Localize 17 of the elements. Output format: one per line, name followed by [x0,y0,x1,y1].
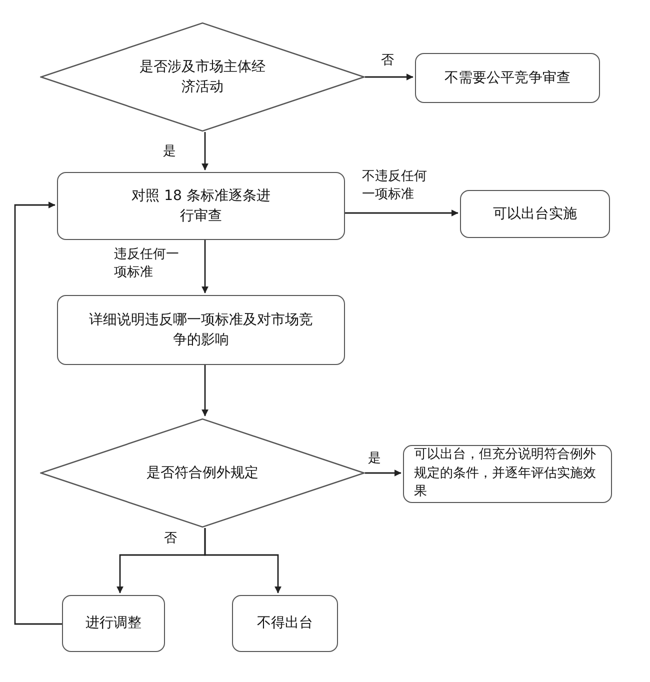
process-box: 对照 18 条标准逐条进行审查 [57,172,345,240]
process-box: 不得出台 [232,595,338,652]
process-box: 详细说明违反哪一项标准及对市场竞争的影响 [57,295,345,365]
arrow [202,240,208,294]
arrow [345,210,458,216]
arrow [14,202,62,625]
arrow [202,132,208,170]
process-box: 进行调整 [62,595,165,652]
decision-diamond: 是否符合例外规定 [40,418,365,528]
decision-diamond: 是否涉及市场主体经济活动 [40,22,365,132]
arrow [202,365,208,416]
arrow [365,74,414,80]
arrow [365,470,402,476]
arrow [204,528,282,594]
process-box: 可以出台实施 [460,190,610,238]
process-box: 不需要公平竞争审查 [415,53,600,103]
process-box: 可以出台，但充分说明符合例外规定的条件，并逐年评估实施效果 [403,445,612,503]
